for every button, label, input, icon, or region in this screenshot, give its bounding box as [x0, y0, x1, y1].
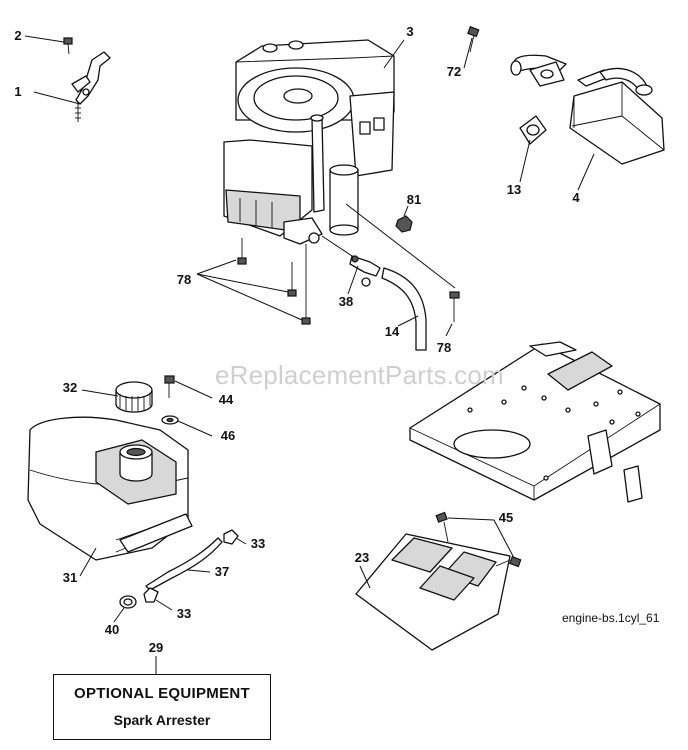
optional-equipment-title: OPTIONAL EQUIPMENT — [74, 685, 250, 702]
callout-33-lower: 33 — [177, 606, 191, 621]
callout-45: 45 — [499, 510, 513, 525]
engine-mount-bolt — [449, 291, 460, 322]
bracket-screw — [63, 37, 73, 55]
callout-4: 4 — [572, 190, 580, 205]
optional-equipment-box: OPTIONAL EQUIPMENT Spark Arrester — [53, 674, 271, 740]
callout-23: 23 — [355, 550, 369, 565]
callout-1: 1 — [14, 84, 21, 99]
heat-shield-bolt — [495, 556, 522, 568]
callout-32: 32 — [63, 380, 77, 395]
hose-clamp — [143, 587, 159, 603]
tank-mount-bolt — [164, 375, 175, 398]
callout-13: 13 — [507, 182, 521, 197]
assembly-line — [321, 235, 353, 257]
fuel-cap — [115, 381, 153, 413]
engine-heat-shield — [355, 533, 511, 651]
callout-78-engine-bolts: 78 — [177, 272, 191, 287]
callout-14: 14 — [385, 324, 400, 339]
tank-mount-washer — [161, 415, 179, 425]
engine-mount-bolt — [287, 262, 297, 297]
fuel-tank — [27, 416, 193, 561]
chassis-frame — [409, 341, 661, 503]
callout-44: 44 — [219, 392, 234, 407]
hose-clamp — [223, 529, 239, 545]
callout-2: 2 — [14, 28, 21, 43]
exhaust-gasket — [519, 115, 547, 145]
callout-31: 31 — [63, 570, 77, 585]
muffler — [510, 54, 665, 165]
callout-78-frame-bolt: 78 — [437, 340, 451, 355]
engine-mount-bolt — [237, 238, 247, 265]
leader-lines — [24, 35, 595, 674]
callout-37: 37 — [215, 564, 229, 579]
drawing-id: engine-bs.1cyl_61 — [562, 611, 660, 625]
callout-33-upper: 33 — [251, 536, 265, 551]
callout-38: 38 — [339, 294, 353, 309]
assembly-line — [345, 203, 456, 289]
callout-29: 29 — [149, 640, 163, 655]
exhaust-bolt — [467, 26, 480, 53]
callout-81: 81 — [407, 192, 421, 207]
callout-72: 72 — [447, 64, 461, 79]
fuel-line-fitting — [349, 255, 381, 287]
callout-40: 40 — [105, 622, 119, 637]
callout-46: 46 — [221, 428, 235, 443]
fuel-line-tank — [145, 537, 223, 591]
grommet — [119, 595, 137, 609]
optional-equipment-item: Spark Arrester — [113, 712, 211, 728]
callout-3: 3 — [406, 24, 413, 39]
watermark: eReplacementParts.com — [215, 360, 504, 390]
exhaust-flange-gasket — [529, 61, 565, 87]
fuel-line — [381, 267, 427, 351]
engine-assembly — [223, 39, 395, 245]
engine-mount-bolt — [301, 244, 311, 325]
callout-labels: 1 2 3 72 13 4 81 78 38 14 78 32 44 46 45… — [14, 24, 580, 655]
throttle-control-bracket — [71, 51, 111, 122]
heat-shield-bolt — [435, 511, 449, 543]
nut — [395, 215, 413, 233]
